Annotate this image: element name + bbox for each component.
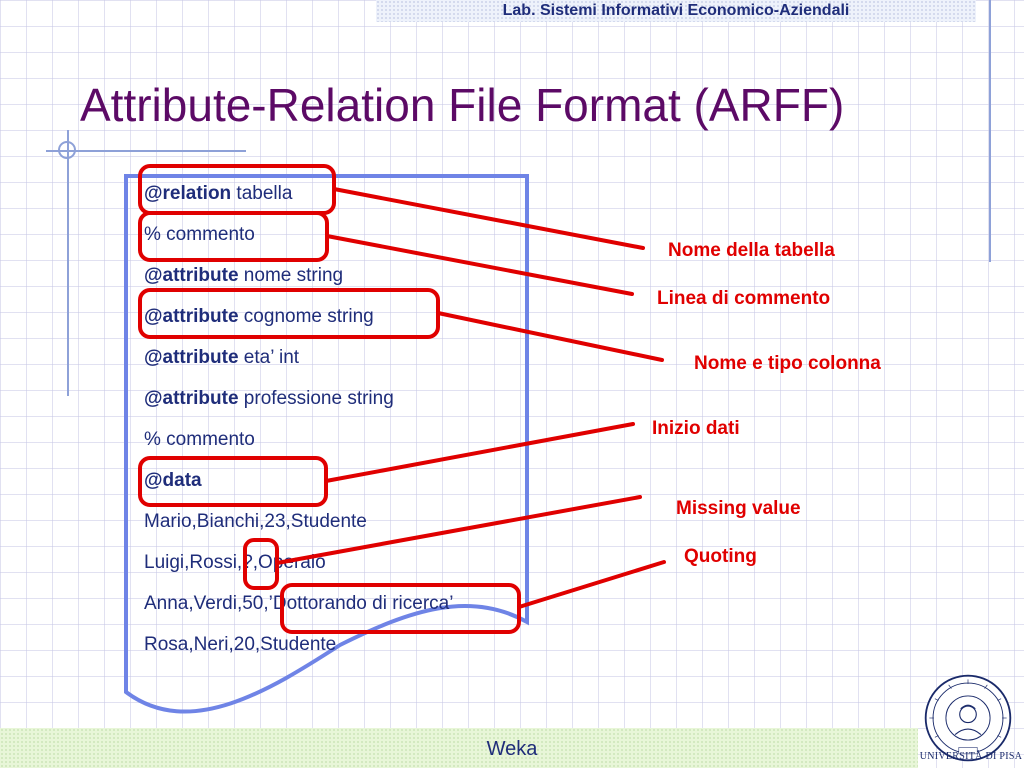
arff-line-relation: @relation tabella xyxy=(144,183,293,204)
footer-band xyxy=(0,728,918,768)
label-comment-line: Linea di commento xyxy=(657,288,831,309)
arff-line-comment: % commento xyxy=(144,224,255,245)
arff-data-row: Rosa,Neri,20,Studente xyxy=(144,634,337,655)
connector-data xyxy=(324,422,635,483)
label-column-name-type: Nome e tipo colonna xyxy=(694,353,881,374)
arff-line-attribute-eta: @attribute eta’ int xyxy=(144,347,300,368)
label-table-name: Nome della tabella xyxy=(668,240,835,261)
label-missing-value: Missing value xyxy=(676,498,801,519)
arff-data-row: Anna,Verdi,50,’Dottorando di ricerca’ xyxy=(144,593,454,614)
arff-data-row: Mario,Bianchi,23,Studente xyxy=(144,511,367,532)
connector-table-name xyxy=(332,187,645,250)
arff-line-comment-2: % commento xyxy=(144,429,255,450)
label-quoting: Quoting xyxy=(684,546,757,567)
slide-title: Attribute-Relation File Format (ARFF) xyxy=(80,79,845,131)
arff-data-row: Luigi,Rossi,?,Operaio xyxy=(144,552,326,573)
arff-line-attribute-nome: @attribute nome string xyxy=(144,265,344,286)
arff-line-attribute-professione: @attribute professione string xyxy=(144,388,394,409)
label-data-start: Inizio dati xyxy=(652,418,740,439)
university-name: UNIVERSITÀ DI PISA xyxy=(919,751,1023,762)
decorative-vertical-line-right xyxy=(989,0,991,262)
decorative-horizontal-line xyxy=(46,150,246,152)
connector-column xyxy=(436,311,664,362)
lab-header-text: Lab. Sistemi Informativi Economico-Azien… xyxy=(502,2,850,19)
crosshair-icon xyxy=(58,141,76,159)
connector-quoting xyxy=(517,560,666,609)
arff-line-attribute-cognome: @attribute cognome string xyxy=(144,306,374,327)
connector-comment xyxy=(325,234,634,296)
arff-line-data: @data xyxy=(144,470,202,491)
university-seal-logo xyxy=(924,674,1012,762)
footer-text: Weka xyxy=(486,738,538,760)
lab-header: Lab. Sistemi Informativi Economico-Azien… xyxy=(376,0,976,22)
decorative-vertical-line-left xyxy=(67,130,69,396)
